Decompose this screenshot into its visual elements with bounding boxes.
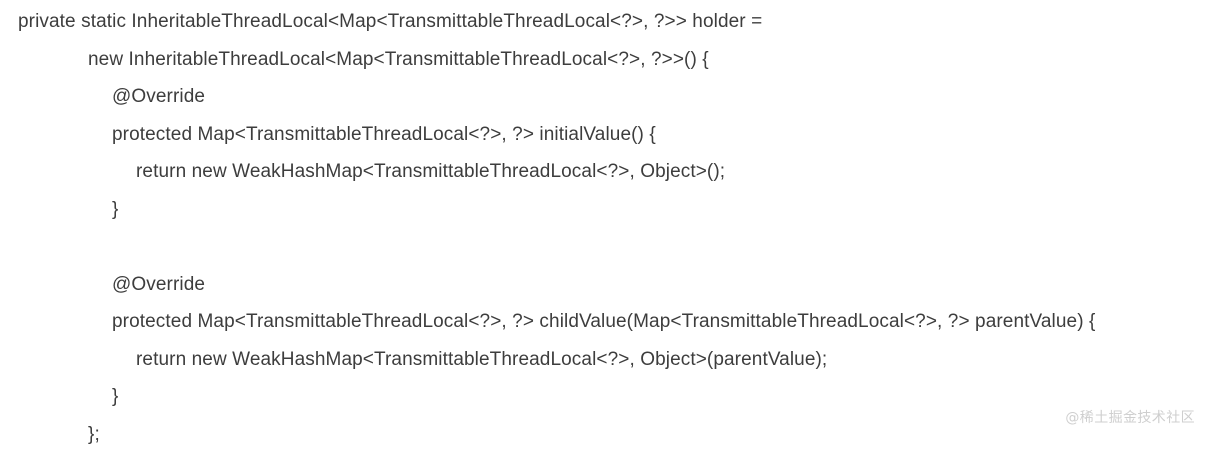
code-line: }; — [0, 416, 1209, 453]
code-line: @Override — [0, 78, 1209, 116]
code-line: return new WeakHashMap<TransmittableThre… — [0, 341, 1209, 379]
code-line: private static InheritableThreadLocal<Ma… — [0, 3, 1209, 41]
code-line: } — [0, 378, 1209, 416]
code-line: @Override — [0, 266, 1209, 304]
code-line: return new WeakHashMap<TransmittableThre… — [0, 153, 1209, 191]
code-line: } — [0, 191, 1209, 229]
code-line: protected Map<TransmittableThreadLocal<?… — [0, 116, 1209, 154]
code-line-blank — [0, 228, 1209, 266]
watermark-label: @稀土掘金技术社区 — [1065, 407, 1195, 427]
code-line: protected Map<TransmittableThreadLocal<?… — [0, 303, 1209, 341]
code-line: new InheritableThreadLocal<Map<Transmitt… — [0, 41, 1209, 79]
